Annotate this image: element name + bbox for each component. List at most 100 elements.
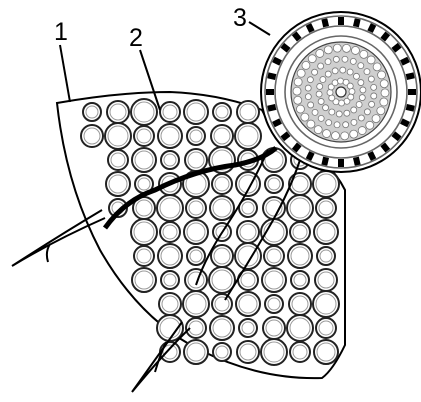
cortex-cell (184, 340, 208, 364)
stele-cell (358, 115, 364, 121)
cortex-cell (158, 244, 182, 268)
stele-cell (358, 127, 366, 135)
cortex-cell (313, 171, 339, 197)
cortex-cell (183, 291, 209, 317)
stele-cell (334, 122, 340, 128)
stele-cell (318, 98, 324, 104)
stele-cell (312, 109, 318, 115)
cortex-cell (261, 219, 287, 245)
cortex-cell (314, 340, 338, 364)
cortex-cell (106, 172, 130, 196)
stele-cell (320, 77, 326, 83)
stele-cell (301, 113, 309, 121)
stele-cell (349, 88, 355, 94)
stele-cell (347, 69, 353, 75)
stele-cell (333, 44, 341, 52)
cortex-cell (261, 339, 287, 365)
stele-cell (294, 78, 302, 86)
label-1: 1 (54, 18, 68, 46)
stele-cell (307, 77, 313, 83)
stele-cell (323, 105, 329, 111)
label-3: 3 (233, 4, 247, 32)
stele-cell (381, 89, 389, 97)
stele-cell (356, 101, 362, 107)
stele-cell (351, 46, 359, 54)
stele-cell (367, 56, 375, 64)
cortex-cell (314, 220, 338, 244)
stele-cell (293, 87, 301, 95)
cortex-cell (288, 244, 312, 268)
cortex-cell (313, 291, 339, 317)
stele-cell (340, 67, 346, 73)
stele-cell (341, 132, 349, 140)
stele-cell (318, 115, 324, 121)
cortex-cell (158, 124, 182, 148)
stele-cell (351, 119, 357, 125)
stele-cell (344, 110, 350, 116)
stele-cell (294, 96, 302, 104)
cortex-cell (132, 268, 156, 292)
stele-cell (305, 85, 311, 91)
stele-cell (377, 107, 385, 115)
stele-cell (305, 94, 311, 100)
stele-cell (360, 50, 368, 58)
stele-cell (332, 68, 338, 74)
stele-cell (343, 44, 351, 52)
stele-cell (308, 55, 316, 63)
stele-center-cell (336, 87, 346, 97)
stele-cell (316, 91, 322, 97)
stele-cell (339, 100, 345, 106)
stele-cell (343, 122, 349, 128)
cortex-cell (131, 219, 157, 245)
cortex-cell (235, 123, 261, 149)
stele-cell (359, 95, 365, 101)
stele-cell (326, 120, 332, 126)
stele-cell (318, 63, 324, 69)
stele-cell (364, 69, 370, 75)
stele-cell (302, 61, 310, 69)
cortex-cell (210, 316, 234, 340)
stele-cell (378, 71, 386, 79)
stele-cell (373, 63, 381, 71)
stele-cell (366, 121, 374, 129)
stele-cell (325, 59, 331, 65)
stele-cell (350, 130, 358, 138)
stele-cell (329, 109, 335, 115)
stele-cell (358, 63, 364, 69)
stele-cell (325, 71, 331, 77)
stele-cell (327, 90, 333, 96)
cortex-cell (210, 196, 234, 220)
stele-cell (380, 80, 388, 88)
label-2: 2 (129, 24, 143, 52)
cortex-cell (157, 195, 183, 221)
stele-cell (350, 58, 356, 64)
cortex-cell (105, 123, 131, 149)
endodermis-cell (338, 159, 344, 167)
cortex-cell (236, 292, 260, 316)
stele-cell (348, 94, 354, 100)
cortex-cell (184, 220, 208, 244)
leader-line-3 (249, 22, 270, 35)
stele-cell (297, 69, 305, 77)
stele-cell (353, 73, 359, 79)
cortex-cell (287, 315, 313, 341)
stele-cell (317, 83, 323, 89)
stele-cell (380, 98, 388, 106)
stele-cell (372, 115, 380, 123)
endodermis-cell (338, 17, 344, 25)
stele-cell (364, 109, 370, 115)
stele-cell (308, 102, 314, 108)
stele-cell (316, 49, 324, 57)
stele-cell (323, 130, 331, 138)
endodermis-cell (266, 89, 274, 95)
stele-cell (368, 76, 374, 82)
stele-cell (371, 84, 377, 90)
stele-cell (369, 101, 375, 107)
leader-line-1 (60, 45, 70, 102)
stele-cell (360, 87, 366, 93)
cortex-cell (131, 99, 157, 125)
stele-cell (337, 78, 343, 84)
endodermis-cell (408, 89, 416, 95)
cortex-cell (184, 100, 208, 124)
